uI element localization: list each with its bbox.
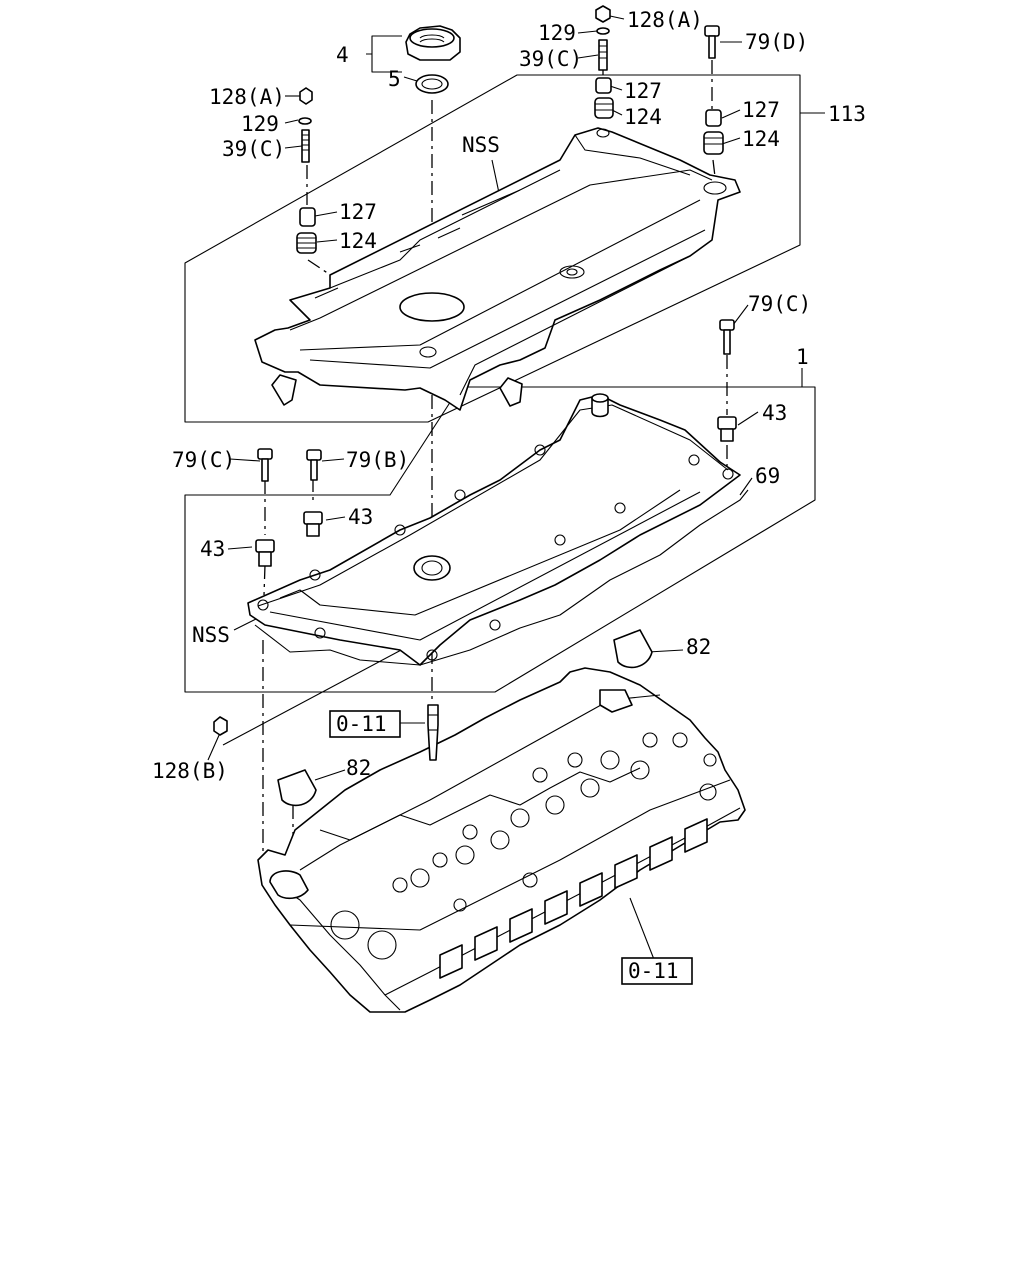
o-ring-seal-5 — [415, 74, 449, 94]
head-cover-113 — [254, 127, 741, 411]
cover-group-frame-1 — [184, 386, 816, 693]
label-part-39c-top: 39(C) — [519, 47, 582, 71]
plug-82-left — [277, 769, 317, 807]
top-center-fastener-stack — [594, 5, 614, 119]
cylinder-head — [257, 667, 746, 1013]
label-part-5: 5 — [388, 67, 401, 91]
ref-box-lower — [621, 957, 693, 985]
label-part-82-top: 82 — [686, 635, 711, 659]
label-part-129-left: 129 — [241, 112, 279, 136]
label-part-124-right: 124 — [742, 127, 780, 151]
label-part-128a-top: 128(A) — [627, 8, 703, 32]
ref-box-upper — [329, 710, 401, 738]
label-part-79c-left: 79(C) — [172, 448, 235, 472]
fuel-injector — [427, 704, 439, 761]
oil-filler-cap-4 — [405, 25, 461, 61]
cover-group-frame-113 — [184, 74, 801, 423]
label-part-79d: 79(D) — [745, 30, 808, 54]
label-part-129-top: 129 — [538, 21, 576, 45]
label-nss-gasket: NSS — [192, 623, 230, 647]
valve-seats — [330, 732, 717, 960]
label-part-39c-left: 39(C) — [222, 137, 285, 161]
label-part-82-left: 82 — [346, 756, 371, 780]
exhaust-ports — [439, 818, 708, 979]
label-part-4: 4 — [336, 43, 349, 67]
label-part-127-right: 127 — [742, 98, 780, 122]
nut-128b — [213, 716, 228, 736]
left-fastener-stack — [296, 87, 317, 254]
label-part-79c-right: 79(C) — [748, 292, 811, 316]
label-part-113: 113 — [828, 102, 866, 126]
label-part-124-top: 124 — [624, 105, 662, 129]
label-part-69: 69 — [755, 464, 780, 488]
label-part-128a-left: 128(A) — [209, 85, 285, 109]
label-part-124-left: 124 — [339, 229, 377, 253]
label-part-1: 1 — [796, 345, 809, 369]
label-ref-upper: 0-11 — [336, 712, 387, 736]
label-part-43-mid: 43 — [348, 505, 373, 529]
plug-82-right — [613, 629, 653, 669]
label-part-128b: 128(B) — [152, 759, 228, 783]
label-part-43-left: 43 — [200, 537, 225, 561]
right-fastener-stack — [703, 25, 724, 155]
label-part-79b: 79(B) — [346, 448, 409, 472]
label-nss-top: NSS — [462, 133, 500, 157]
cylinder-head-cover-1 — [247, 393, 749, 666]
label-part-127-top: 127 — [624, 79, 662, 103]
left-bolts-and-seals — [255, 448, 323, 567]
label-ref-lower: 0-11 — [628, 959, 679, 983]
callout-labels: 4 5 128(A) 129 39(C) 127 124 128(A) 129 … — [152, 8, 866, 983]
leader-lines — [207, 15, 825, 963]
label-part-127-left: 127 — [339, 200, 377, 224]
right-bolt-and-seal — [717, 319, 737, 442]
label-part-43-right: 43 — [762, 401, 787, 425]
